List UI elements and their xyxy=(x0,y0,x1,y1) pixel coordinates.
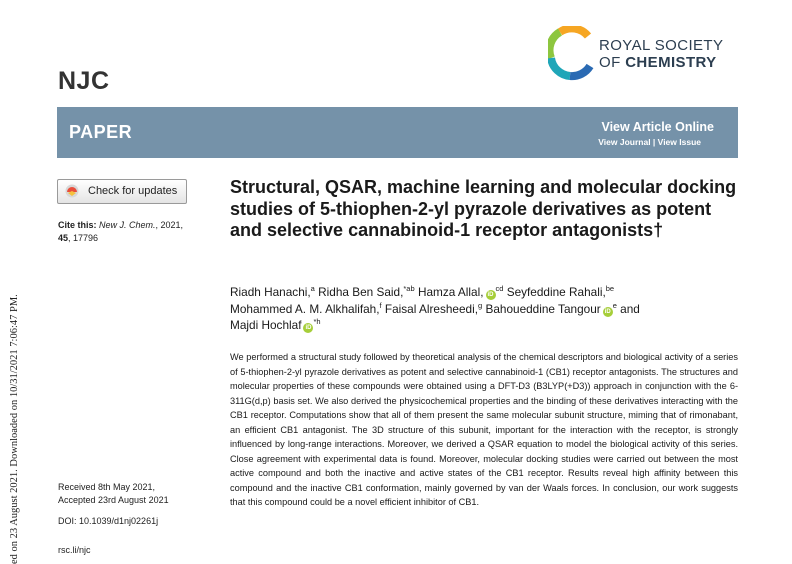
author-affiliation: f xyxy=(379,300,382,310)
rsc-name-line1: ROYAL SOCIETY xyxy=(599,37,724,54)
link-separator: | xyxy=(650,137,658,147)
author-list: Riadh Hanachi,a Ridha Ben Said,*ab Hamza… xyxy=(230,284,740,334)
author-name: Hamza Allal, xyxy=(417,285,484,299)
author: Hamza Allal,iDcd xyxy=(417,284,504,300)
cite-year: , 2021, xyxy=(155,220,184,230)
abstract: We performed a structural study followed… xyxy=(230,352,738,507)
check-updates-icon xyxy=(65,184,79,198)
author-affiliation: *ab xyxy=(403,284,415,293)
author-name: and xyxy=(620,301,640,316)
author-name: Seyfeddine Rahali, xyxy=(506,285,606,299)
rsc-name-line2: OF CHEMISTRY xyxy=(599,54,717,71)
author-name: Mohammed A. M. Alkhalifah, xyxy=(230,301,380,316)
received-date: Received 8th May 2021, xyxy=(58,482,156,492)
download-note-text: ed on 23 August 2021. Downloaded on 10/3… xyxy=(9,294,20,564)
orcid-icon[interactable]: iD xyxy=(485,290,496,300)
citation: Cite this: New J. Chem., 2021, 45, 17796 xyxy=(58,219,218,244)
author: Riadh Hanachi,a xyxy=(230,285,315,299)
rsc-name-chemistry: CHEMISTRY xyxy=(625,54,717,71)
doi[interactable]: DOI: 10.1039/d1nj02261j xyxy=(58,516,159,526)
author-name: Faisal Alresheedi, xyxy=(384,301,478,316)
orcid-icon[interactable]: iD xyxy=(303,323,314,333)
rsc-logo[interactable]: ROYAL SOCIETY OF CHEMISTRY xyxy=(548,26,748,84)
author-name: Riadh Hanachi, xyxy=(230,285,311,299)
article-type: PAPER xyxy=(69,122,133,142)
orcid-icon[interactable]: iD xyxy=(602,306,613,317)
view-journal-link[interactable]: View Journal xyxy=(598,137,651,147)
author-name: Bahoueddine Tangour xyxy=(485,301,601,316)
view-issue-link[interactable]: View Issue xyxy=(657,137,701,147)
cite-prefix: Cite this: xyxy=(58,220,100,230)
view-article-online-link[interactable]: View Article Online xyxy=(601,120,714,134)
article-dates: Received 8th May 2021, Accepted 23rd Aug… xyxy=(58,481,218,506)
author: and xyxy=(620,302,640,316)
author-name: Majdi Hochlaf xyxy=(230,318,302,332)
rsc-logo-icon xyxy=(548,26,594,81)
author-affiliation: cd xyxy=(495,284,504,293)
cite-volume: 45 xyxy=(58,232,69,243)
author: Faisal Alresheedi,g xyxy=(384,300,483,316)
author: Ridha Ben Said,*ab xyxy=(318,285,415,299)
author: Mohammed A. M. Alkhalifah,f xyxy=(230,300,382,316)
author-affiliation: *h xyxy=(313,317,321,326)
journal-name: NJC xyxy=(58,67,110,95)
download-watermark: ed on 23 August 2021. Downloaded on 10/3… xyxy=(0,0,20,564)
accepted-date: Accepted 23rd August 2021 xyxy=(58,494,169,505)
author-affiliation: g xyxy=(478,300,483,310)
journal-site-link[interactable]: rsc.li/njc xyxy=(58,545,91,555)
article-title: Structural, QSAR, machine learning and m… xyxy=(230,177,737,240)
check-for-updates-button[interactable]: Check for updates xyxy=(57,179,187,204)
author-name: Ridha Ben Said, xyxy=(318,285,404,299)
article-type-banner: PAPER View Article Online View Journal |… xyxy=(57,107,738,158)
check-for-updates-label: Check for updates xyxy=(88,185,178,197)
author: Seyfeddine Rahali,be xyxy=(507,285,614,299)
cite-pages: , 17796 xyxy=(68,232,99,243)
rsc-name-of: OF xyxy=(599,54,626,71)
author-affiliation: a xyxy=(310,284,315,293)
author-affiliation: e xyxy=(612,300,617,310)
author-affiliation: be xyxy=(605,284,615,293)
journal-issue-links: View Journal | View Issue xyxy=(598,137,701,147)
cite-journal: New J. Chem. xyxy=(99,220,156,230)
